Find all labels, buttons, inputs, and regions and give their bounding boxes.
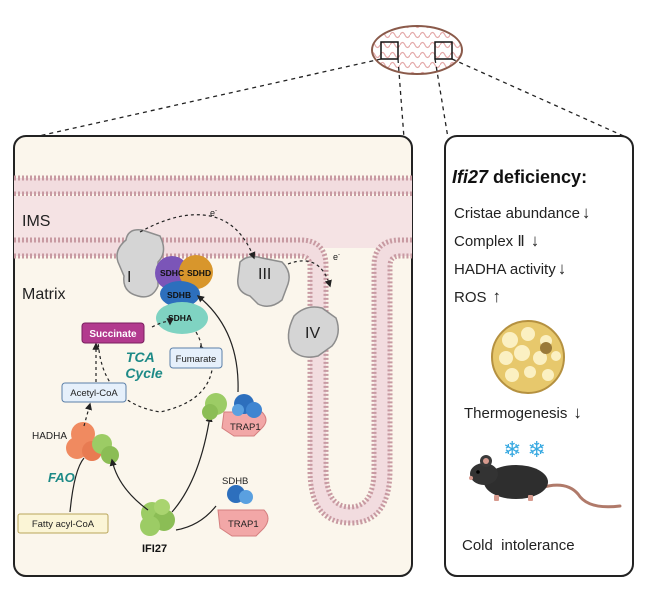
right-panel: Ifi27 deficiency: Cristae abundance↓ Com… [444,135,634,577]
trap1-label: TRAP1 [230,422,261,433]
sdhb-lower-label: SDHB [222,476,248,487]
tca-cycle-lower-arc [97,337,213,413]
fao-label: FAO [48,470,75,485]
fumarate-label: Fumarate [176,354,217,365]
ifi27-to-hadha-arrow [109,458,149,511]
adipocyte-icon [491,320,565,394]
complex-i: I [116,228,165,298]
complex-iv-label: IV [305,325,320,342]
mouse-tail [538,483,622,509]
inner-membrane [14,237,412,526]
sdhc-label: SDHC [160,268,184,278]
electron-label-2: e- [333,252,340,262]
acetyl-coa-label: Acetyl-CoA [70,388,118,399]
trap1-lower: TRAP1 [217,509,269,537]
succinate-label: Succinate [89,329,137,340]
zoom-box-left [380,41,399,60]
phenotype-item: HADHA activity↓ [454,259,566,278]
hadha-label: HADHA [32,431,67,442]
left-panel: IMS Matrix I III IV SDHC SDHD SDHB SDHA [13,135,413,577]
acetyl-coa-box: Acetyl-CoA [61,382,127,403]
zoom-box-right [434,41,453,60]
sdha-label: SDHA [168,313,192,323]
ifi27-to-lower-trap1-line [175,505,217,531]
succinate-to-sdha-arrow [151,318,174,328]
sdhd-label: SDHD [187,268,211,278]
complex-ii-sdh: SDHC SDHD SDHB SDHA [155,255,213,334]
succinate-box: Succinate [81,322,145,344]
complex-iii: III [237,255,290,307]
complex-iv: IV [287,306,339,358]
ifi27-label: IFI27 [142,543,167,555]
phenotype-item: Complex Ⅱ↓ [454,231,539,250]
sdhb-subunit [160,281,200,307]
intermembrane-space [14,196,412,248]
fao-pathway-line [69,457,85,513]
sdhb-lower-protein [227,485,253,504]
phenotype-list: Cristae abundance↓ Complex Ⅱ↓ HADHA acti… [454,203,590,306]
ifi27-to-trap1-arrow [171,414,213,513]
ifi27-trap1-complex: TRAP1 [202,393,267,437]
sdhd-subunit [179,255,213,289]
ifi27-protein [140,499,175,536]
electron-label-1: e- [210,208,217,218]
deficiency-title: Ifi27 deficiency: [452,167,587,187]
tca-cycle-label: TCA Cycle [125,349,163,381]
mitochondrion-icon [371,25,463,75]
zoom-lines [29,58,629,139]
matrix-label: Matrix [22,286,66,303]
sdhb-label: SDHB [167,290,191,300]
snowflake-icon: ❄ ❄ [503,437,546,462]
outer-membrane [14,175,412,197]
complex-i-label: I [127,269,131,286]
sdha-subunit [156,302,208,334]
trap1-lower-label: TRAP1 [228,519,259,530]
hadha-to-acetyl-coa-arrow [83,402,92,427]
hadha-protein [66,422,102,461]
ims-label: IMS [22,213,50,230]
phenotype-item: Cristae abundance↓ [454,203,590,222]
phenotype-item: ROS↑ [454,287,501,306]
cold-intolerance-label: Cold intolerance [462,537,575,554]
electron-arrows [139,214,332,288]
trap1-to-sdhb-arrow [196,295,239,393]
fumarate-box: Fumarate [169,347,223,369]
mouse-icon [469,455,622,509]
fatty-acyl-coa-box: Fatty acyl-CoA [17,513,109,534]
thermogenesis-label: Thermogenesis↓ [464,403,582,422]
fatty-acyl-coa-label: Fatty acyl-CoA [32,519,95,530]
complex-iii-label: III [258,266,271,283]
